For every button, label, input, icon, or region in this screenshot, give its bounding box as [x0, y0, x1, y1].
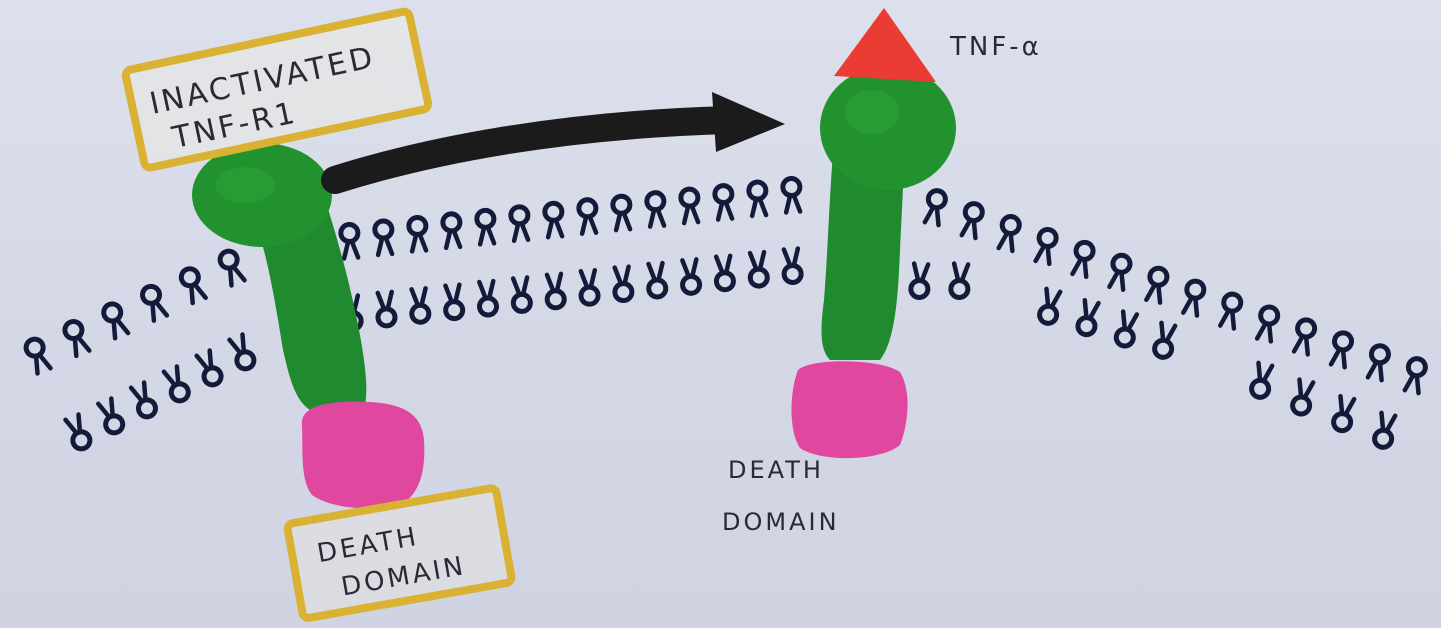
phospholipid: [510, 206, 529, 241]
right-death-domain-line1: DEATH: [728, 456, 824, 484]
phospholipid: [1145, 267, 1169, 303]
phospholipid: [612, 196, 631, 231]
phospholipid: [1332, 396, 1356, 432]
phospholipid: [1034, 228, 1058, 264]
phospholipid: [1108, 254, 1132, 290]
phospholipid: [218, 249, 246, 286]
left-death-domain-label: DEATH DOMAIN: [287, 487, 512, 618]
phospholipid: [910, 263, 929, 298]
phospholipid: [24, 337, 52, 374]
phospholipid: [960, 202, 984, 238]
phospholipid: [376, 292, 395, 327]
phospholipid: [140, 284, 168, 321]
phospholipid: [613, 267, 632, 302]
phospholipid: [1219, 292, 1243, 328]
phospholipid: [512, 277, 531, 312]
phospholipid: [442, 213, 461, 248]
phospholipid: [714, 185, 733, 220]
phospholipid: [97, 398, 125, 435]
phospholipid: [1330, 331, 1354, 367]
phospholipid: [715, 256, 734, 291]
phospholipid: [62, 319, 90, 356]
phospholipid: [1291, 379, 1315, 415]
phospholipid: [476, 210, 495, 245]
phospholipid: [1256, 305, 1280, 341]
phospholipid: [408, 217, 427, 252]
phospholipid: [1153, 323, 1177, 359]
phospholipid: [1366, 344, 1390, 380]
phospholipid: [179, 266, 207, 303]
phospholipid: [1403, 357, 1427, 393]
phospholipid: [680, 189, 699, 224]
ligand-label: TNF-α: [949, 32, 1042, 62]
phospholipid: [579, 270, 598, 305]
phospholipid: [1115, 311, 1139, 347]
phospholipid: [195, 350, 223, 387]
phospholipid: [163, 366, 191, 403]
phospholipid: [647, 263, 666, 298]
phospholipid: [782, 178, 801, 213]
death-domain-right: [792, 361, 908, 458]
phospholipid: [681, 259, 700, 294]
phospholipid: [228, 334, 256, 371]
phospholipid: [544, 203, 563, 238]
phospholipid: [1038, 289, 1062, 325]
phospholipid: [444, 285, 463, 320]
phospholipid: [340, 224, 359, 259]
phospholipid: [578, 199, 597, 234]
death-domain-left: [302, 402, 424, 509]
phospholipid: [101, 301, 129, 338]
phospholipid: [545, 274, 564, 309]
arrow-head: [712, 92, 785, 152]
phospholipid: [1373, 413, 1397, 449]
phospholipid: [782, 248, 801, 283]
phospholipid: [923, 189, 947, 225]
phospholipid: [1250, 363, 1274, 399]
tnf-alpha-ligand: [834, 8, 936, 82]
phospholipid: [130, 382, 158, 419]
phospholipid: [1076, 300, 1100, 336]
phospholipid: [374, 220, 393, 255]
phospholipid: [1293, 318, 1317, 354]
phospholipid: [748, 181, 767, 216]
right-death-domain-line2: DOMAIN: [722, 508, 840, 536]
phospholipid: [478, 281, 497, 316]
phospholipid: [410, 288, 429, 323]
phospholipid: [1071, 241, 1095, 277]
phospholipid: [950, 263, 969, 298]
phospholipid: [646, 192, 665, 227]
phospholipid: [1182, 280, 1206, 316]
phospholipid: [997, 215, 1021, 251]
phospholipid: [64, 414, 92, 451]
phospholipid: [749, 252, 768, 287]
